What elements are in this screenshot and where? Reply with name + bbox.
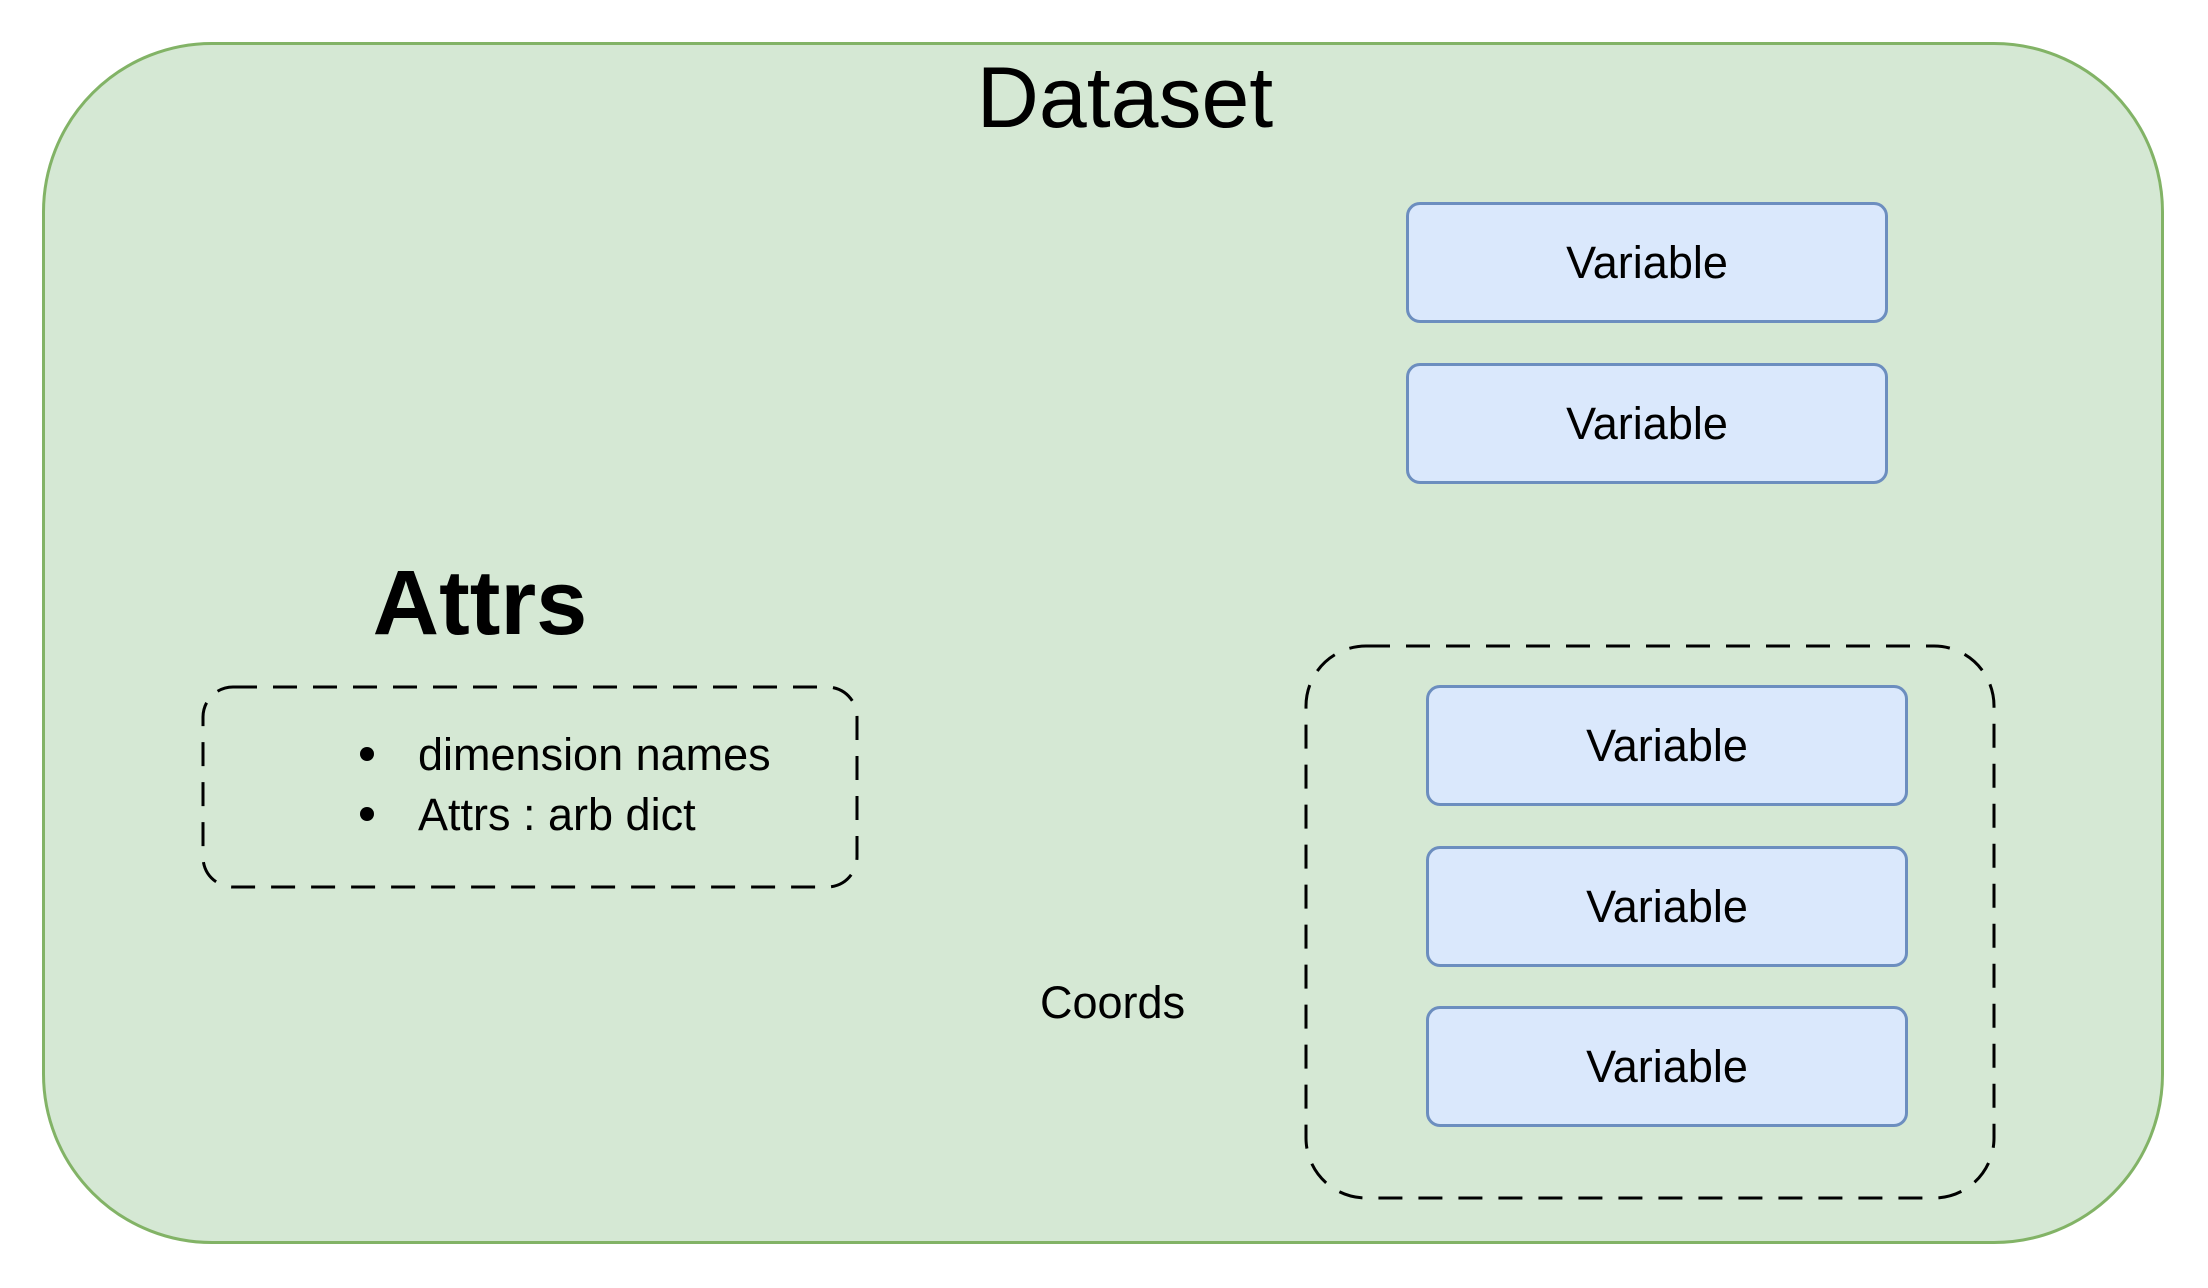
attrs-title: Attrs [372,552,588,654]
dataset-title: Dataset [976,50,1274,146]
attrs-list: dimension names Attrs : arb dict [356,725,771,845]
bullet-icon [360,747,374,761]
coords-label: Coords [1040,977,1186,1028]
variable-box: Variable [1406,202,1888,323]
list-item: Attrs : arb dict [356,785,771,845]
coords-variable-box: Variable [1426,1006,1908,1127]
attrs-dashed-box [200,684,860,890]
variable-box: Variable [1406,363,1888,484]
coords-variable-box: Variable [1426,685,1908,806]
attrs-item-label: Attrs : arb dict [418,789,696,840]
list-item: dimension names [356,725,771,785]
coords-dashed-box [1303,643,1997,1201]
attrs-item-label: dimension names [418,729,771,780]
bullet-icon [360,807,374,821]
coords-variable-box: Variable [1426,846,1908,967]
